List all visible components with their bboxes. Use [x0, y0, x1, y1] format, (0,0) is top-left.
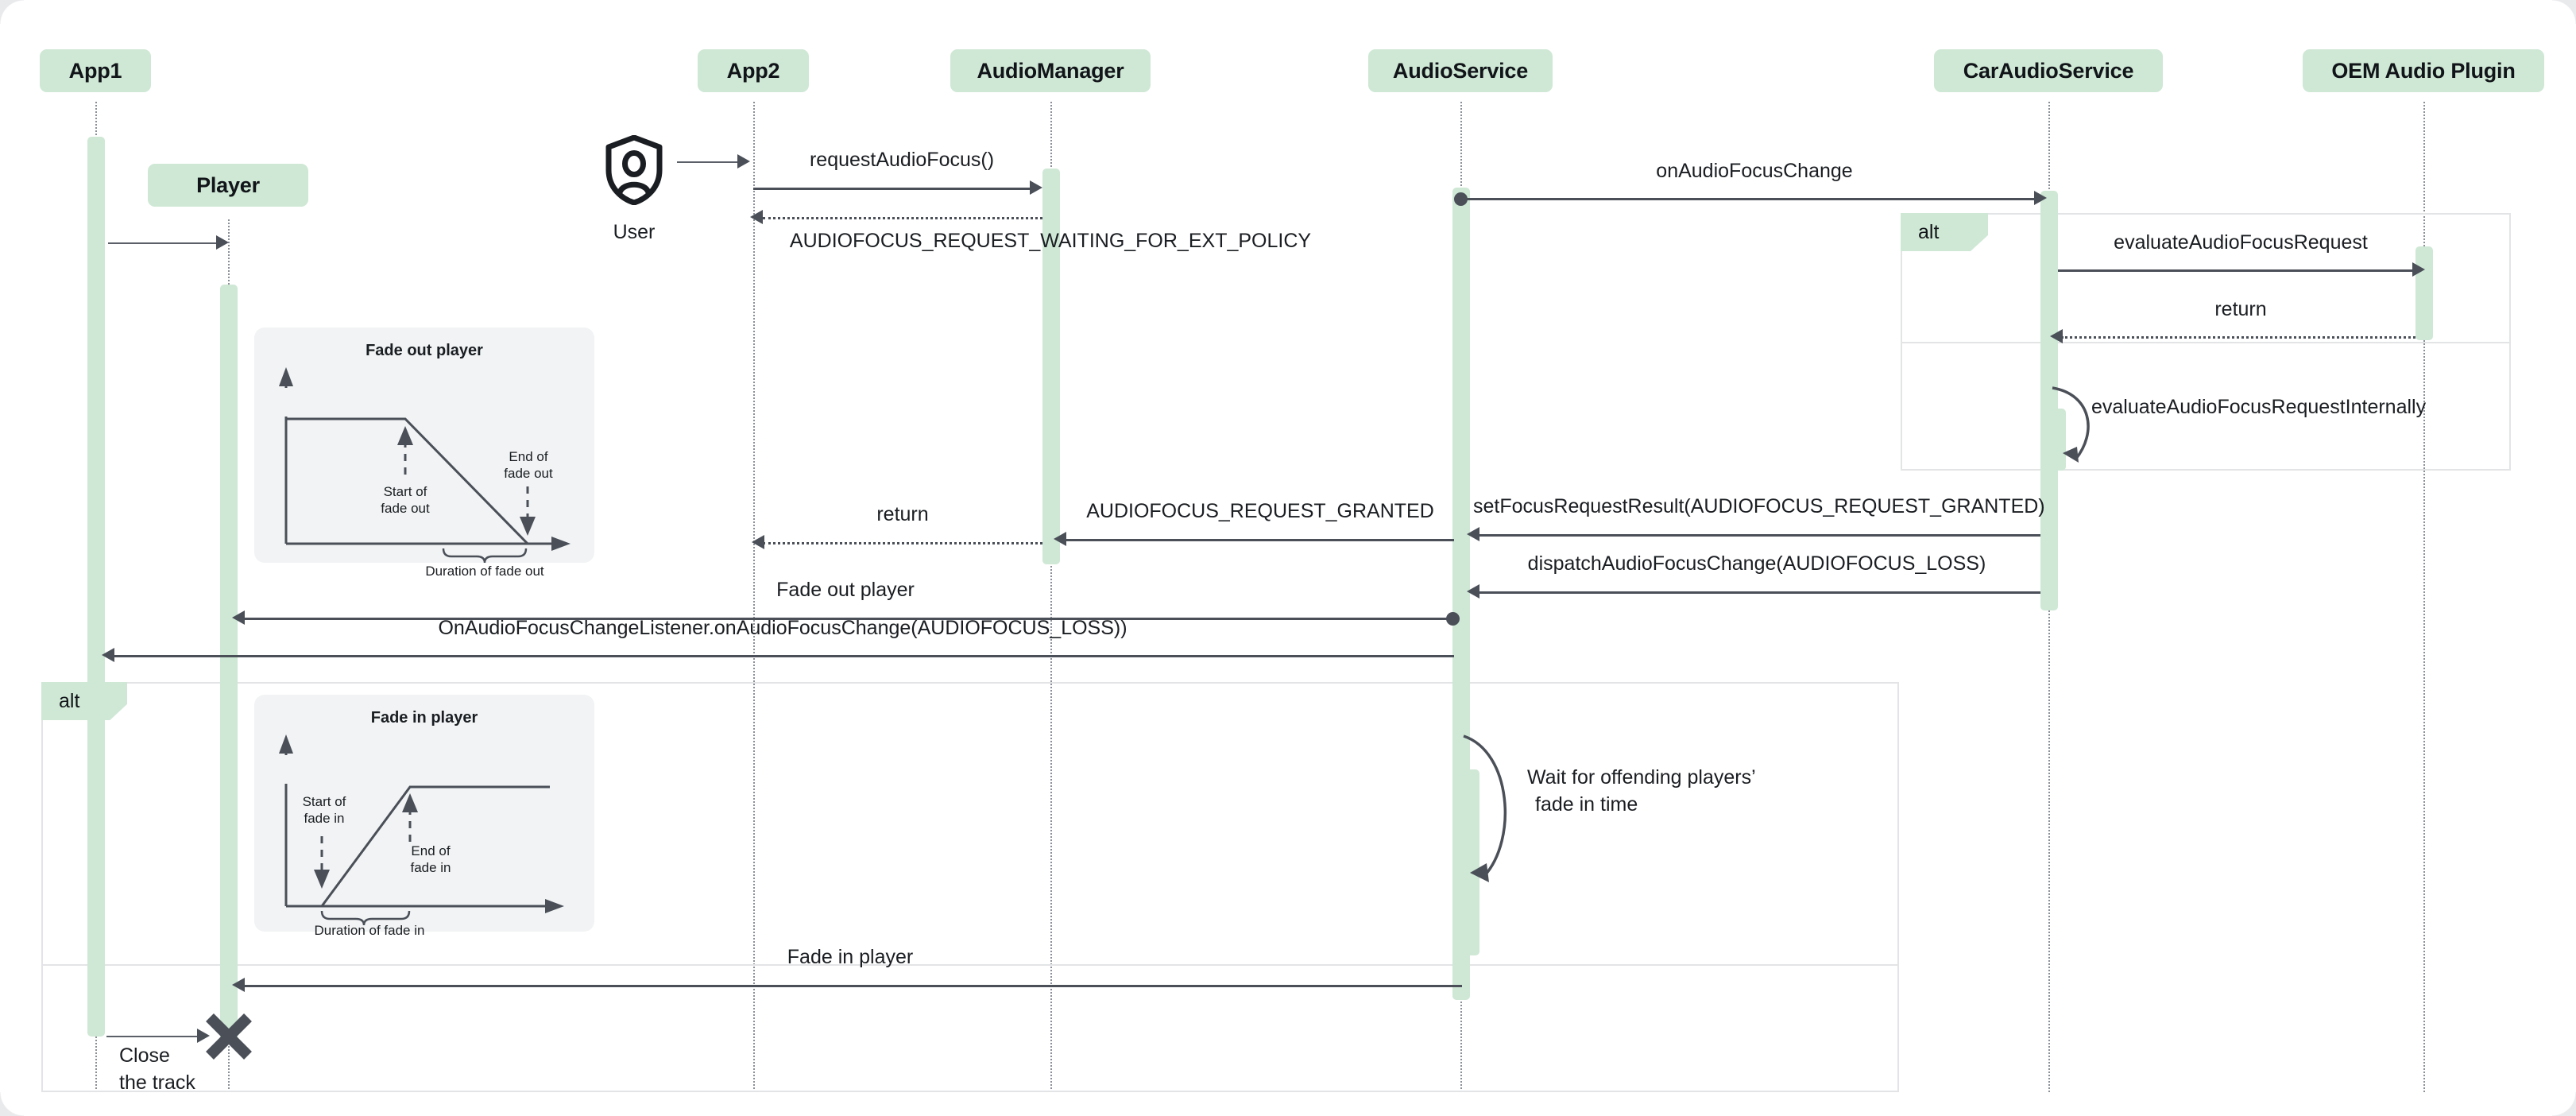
message-user-to-app2-arrow — [737, 154, 750, 169]
message-line-dispatch-audio-focus-change — [1478, 591, 2040, 594]
message-arrow-audiofocus-request-granted — [1054, 532, 1066, 546]
message-label-waiting-for-ext-policy: AUDIOFOCUS_REQUEST_WAITING_FOR_EXT_POLIC… — [789, 230, 1312, 252]
lifeline-app2 — [753, 102, 755, 1092]
message-label-dispatch-audio-focus-change: dispatchAudioFocusChange(AUDIOFOCUS_LOSS… — [1527, 552, 1986, 575]
alt-fragment-bottom-label: alt — [41, 682, 127, 720]
activation-caraudioservice — [2040, 191, 2058, 610]
message-arrow-on-audio-focus-change — [2034, 191, 2047, 205]
fade-in-end-line2: fade in — [410, 860, 451, 876]
message-label-set-focus-request-result: setFocusRequestResult(AUDIOFOCUS_REQUEST… — [1473, 495, 2045, 517]
message-label-close-the-track: Close the track — [119, 1043, 195, 1097]
activation-oemplugin — [2415, 246, 2433, 340]
wait-note-line2: fade in time — [1535, 792, 1638, 816]
activation-audioservice-inner — [1462, 769, 1479, 955]
chart-title-fade-in: Fade in player — [370, 709, 478, 727]
message-label-on-audio-focus-change: onAudioFocusChange — [1656, 160, 1853, 182]
message-arrow-oem-return — [2050, 329, 2063, 343]
message-line-close-the-track — [106, 1036, 199, 1037]
note-fade-out-player: Fade out player St — [254, 327, 594, 579]
message-line-evaluate-audio-focus-request — [2058, 269, 2415, 272]
alt-fragment-oem-label: alt — [1901, 213, 1988, 251]
chart-label-duration-of-fade-out: Duration of fade out — [425, 564, 544, 579]
alt-fragment-bottom-divider — [41, 964, 1899, 966]
activation-player — [220, 285, 238, 1044]
message-arrow-audiomanager-return — [752, 535, 764, 549]
message-label-audiofocus-request-granted: AUDIOFOCUS_REQUEST_GRANTED — [1086, 500, 1434, 522]
message-origin-dot-on-audio-focus-change — [1454, 192, 1468, 206]
message-arrow-fade-in-player — [232, 978, 245, 992]
alt-fragment-oem-divider — [1901, 342, 2511, 343]
close-note-line1: Close — [119, 1044, 170, 1067]
chart-label-start-of-fade-out: Start of fade out — [346, 483, 465, 517]
fade-out-start-line1: Start of — [383, 484, 427, 499]
activation-app1 — [87, 137, 105, 1037]
user-label: User — [613, 221, 656, 243]
message-label-request-audio-focus: requestAudioFocus() — [809, 149, 995, 171]
message-line-fade-out-player — [243, 618, 1452, 620]
message-line-on-audio-focus-change — [1466, 198, 2037, 200]
participant-oemplugin[interactable]: OEM Audio Plugin — [2303, 49, 2544, 92]
fade-out-end-line1: End of — [509, 449, 548, 464]
user-badge-icon — [605, 134, 663, 206]
chart-label-end-of-fade-out: End of fade out — [481, 448, 576, 482]
message-arrow-dispatch-audio-focus-change — [1467, 584, 1479, 599]
fade-out-end-line2: fade out — [504, 466, 553, 482]
participant-player[interactable]: Player — [148, 164, 308, 207]
message-line-app1-to-player — [108, 242, 218, 244]
activation-audiomanager — [1042, 169, 1060, 564]
message-label-evaluate-audio-focus-request: evaluateAudioFocusRequest — [2114, 231, 2368, 254]
message-origin-dot-fade-out-player — [1446, 612, 1460, 626]
wait-note-line1: Wait for offending players’ — [1527, 766, 1756, 789]
message-label-on-audio-focus-change-listener: OnAudioFocusChangeListener.onAudioFocusC… — [438, 617, 1127, 639]
chart-title-fade-out: Fade out player — [366, 342, 483, 359]
message-arrow-close-the-track — [197, 1029, 210, 1043]
message-arrow-request-audio-focus — [1030, 180, 1042, 195]
message-line-audiofocus-request-waiting-visible — [763, 217, 1042, 219]
message-arrow-evaluate-audio-focus-request — [2412, 262, 2425, 277]
fade-out-start-line2: fade out — [381, 501, 430, 517]
message-label-evaluate-internally: evaluateAudioFocusRequestInternally — [2091, 396, 2427, 418]
participant-audioservice[interactable]: AudioService — [1368, 49, 1553, 92]
chart-label-start-of-fade-in: Start of fade in — [269, 793, 380, 827]
chart-label-duration-of-fade-in: Duration of fade in — [314, 923, 425, 938]
message-arrow-on-audio-focus-change-listener — [102, 648, 114, 662]
activation-caraudioservice-inner — [2048, 409, 2066, 471]
chart-label-end-of-fade-in: End of fade in — [375, 843, 486, 877]
message-label-audiomanager-return: return — [876, 503, 929, 525]
lifeline-audiomanager — [1050, 102, 1052, 1092]
message-label-fade-in-player: Fade in player — [787, 946, 914, 968]
destroy-marker-player — [203, 1011, 254, 1062]
message-line-audiofocus-request-granted — [1065, 539, 1454, 541]
participant-app1[interactable]: App1 — [40, 49, 151, 92]
message-line-oem-return — [2061, 336, 2415, 339]
fade-in-start-line1: Start of — [302, 794, 346, 809]
fade-in-end-line1: End of — [411, 843, 451, 858]
message-arrow-set-focus-request-result — [1467, 527, 1479, 541]
message-line-audiomanager-return — [763, 542, 1042, 544]
participant-audiomanager[interactable]: AudioManager — [950, 49, 1151, 92]
message-selfloop-wait-fade-in — [1462, 731, 1549, 890]
close-note-line2: the track — [119, 1071, 195, 1094]
message-line-on-audio-focus-change-listener — [113, 655, 1454, 657]
message-selfloop-evaluate-internally — [2050, 383, 2137, 471]
alt-fragment-bottom — [41, 682, 1899, 1092]
message-label-fade-out-player: Fade out player — [776, 579, 915, 601]
note-fade-in-player: Fade in player Sta — [254, 695, 594, 938]
message-arrow-app1-to-player — [216, 235, 229, 250]
message-user-to-app2-line — [677, 161, 739, 163]
message-line-request-audio-focus — [753, 188, 1033, 190]
fade-in-start-line2: fade in — [304, 811, 345, 827]
lifeline-oemplugin — [2423, 102, 2425, 1092]
message-label-wait-fade-in: Wait for offending players’ fade in time — [1527, 765, 1756, 819]
participant-app2[interactable]: App2 — [698, 49, 809, 92]
participant-caraudioservice[interactable]: CarAudioService — [1934, 49, 2163, 92]
message-arrow-audiofocus-request-waiting — [750, 210, 763, 224]
message-arrow-fade-out-player — [232, 610, 245, 625]
message-line-set-focus-request-result — [1478, 534, 2040, 537]
message-label-oem-return: return — [2214, 298, 2267, 320]
message-line-fade-in-player — [243, 985, 1462, 987]
